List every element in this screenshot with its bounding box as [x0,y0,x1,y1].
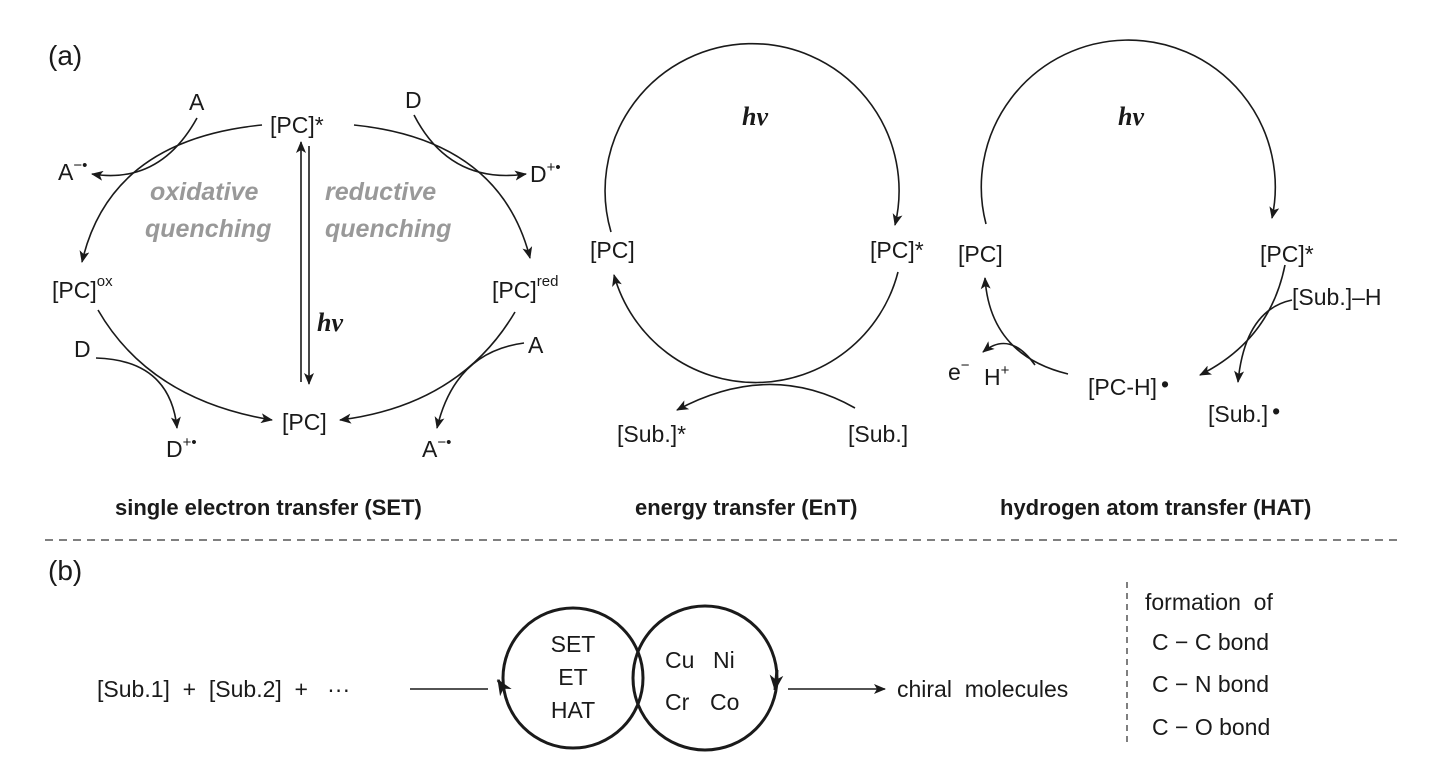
ent-sub-arrow [676,383,856,411]
hat-arrow-to-sub-radical [1234,299,1293,383]
arc-pcred-to-pc [339,311,516,424]
ent-sub: [Sub.] [848,421,908,447]
metal-cu: Cu [665,647,694,673]
formation-title: formation of [1145,589,1273,615]
cycle-hat: HAT [551,697,595,723]
metal-cr: Cr [665,689,690,715]
set-acceptor-bottom-product: A−• [422,434,451,462]
hat-arrow-to-eh [982,341,1036,366]
hat-cycle: hv [PC] [PC]* [Sub.]–H [PC-H]• [Sub.]• e… [948,39,1382,520]
set-caption: single electron transfer (SET) [115,495,422,520]
oxidative-label-1: oxidative [150,178,258,206]
set-acceptor-top-product: A−• [58,157,87,185]
arrow-d-to-dplus [413,114,527,181]
reductive-label-2: quenching [325,215,451,243]
ent-pc: [PC] [590,237,635,263]
hat-arc-top [980,39,1280,225]
set-acceptor-bottom: A [528,332,544,358]
cycle-et: ET [558,664,587,690]
hat-arc-return [980,277,1069,375]
set-pc-star: [PC]* [270,112,324,138]
set-donor-bottom: D [74,336,91,362]
set-pc-red: [PC]red [492,273,558,303]
arc-pcstar-to-pcred [353,124,533,259]
ent-arc-top [604,42,903,233]
panel-b-label: (b) [48,555,82,586]
panel-a-label: (a) [48,40,82,71]
substrates-text: [Sub.1] + [Sub.2] + ··· [97,676,350,702]
right-cycle-circle [631,604,779,752]
ent-arc-bottom [612,271,899,384]
cycle-set: SET [551,631,596,657]
set-hv: hv [317,308,343,337]
set-donor-top: D [405,87,422,113]
hat-pc-star: [PC]* [1260,241,1314,267]
arrow-a-to-aminus [91,117,198,181]
reductive-label-1: reductive [325,178,436,206]
ent-caption: energy transfer (EnT) [635,495,858,520]
metal-ni: Ni [713,647,735,673]
right-cycle-arrowhead [769,669,784,692]
set-cycle: [PC]* [PC]ox [PC]red [PC] hv oxidative q… [52,87,561,520]
arrow-d-to-dplus-bottom [95,357,181,429]
arc-pcstar-to-pcox [79,124,263,263]
set-pc-ox: [PC]ox [52,273,113,303]
ent-cycle: hv [PC] [PC]* [Sub.]* [Sub.] energy tran… [590,42,924,520]
hat-pc-h: [PC-H]• [1088,371,1169,400]
bond-co: C − O bond [1152,714,1270,740]
hat-hv: hv [1118,102,1144,131]
chiral-molecules: chiral molecules [897,676,1068,702]
oxidative-label-2: quenching [145,215,271,243]
hat-arrow-to-pch [1199,264,1286,376]
arc-pcox-to-pc [97,309,273,424]
metal-co: Co [710,689,739,715]
bond-cn: C − N bond [1152,671,1269,697]
ent-pc-star: [PC]* [870,237,924,263]
hat-pc: [PC] [958,241,1003,267]
hat-sub-radical: [Sub.]• [1208,398,1280,427]
left-cycle-circle [501,606,645,750]
hat-proton: H+ [984,362,1010,390]
hat-electron: e− [948,357,970,385]
set-donor-bottom-product: D+• [166,434,197,462]
set-acceptor-top: A [189,89,205,115]
ent-hv: hv [742,102,768,131]
set-donor-top-product: D+• [530,159,561,187]
set-pc: [PC] [282,409,327,435]
left-cycle-arrowhead [496,679,512,697]
hat-caption: hydrogen atom transfer (HAT) [1000,495,1311,520]
arrow-a-to-aminus-bottom [434,342,525,429]
hat-sub-h: [Sub.]–H [1292,284,1382,310]
bond-cc: C − C bond [1152,629,1269,655]
ent-sub-star: [Sub.]* [617,421,686,447]
